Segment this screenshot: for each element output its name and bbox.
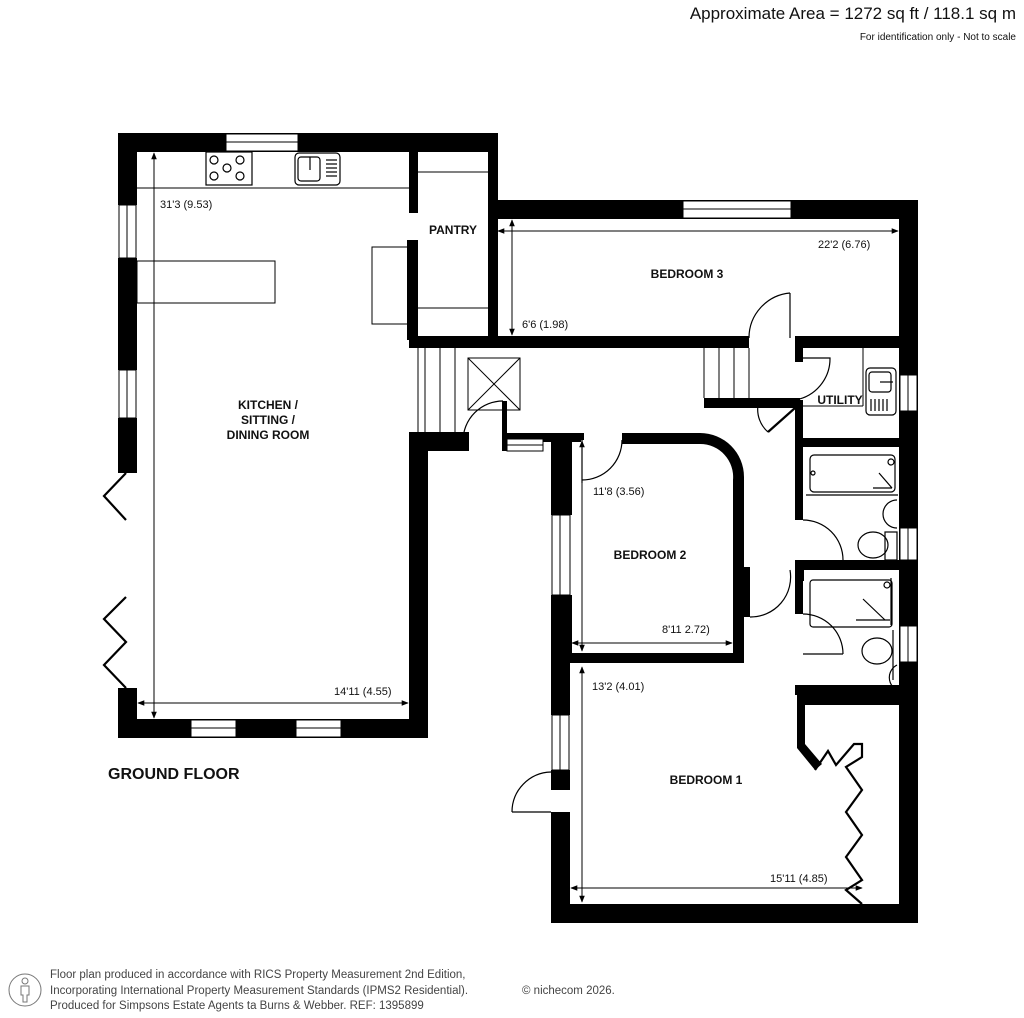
footer-line-1: Floor plan produced in accordance with R… — [50, 969, 466, 981]
bedroom1-length-dimension: 13'2 (4.01) — [592, 681, 644, 693]
bedroom1-label: BEDROOM 1 — [670, 773, 743, 787]
bedroom3-window — [682, 200, 792, 219]
approximate-area: Approximate Area = 1272 sq ft / 118.1 sq… — [689, 4, 1016, 23]
bedroom3-depth-dimension: 6'6 (1.98) — [522, 319, 568, 331]
hallway-window — [506, 438, 544, 452]
copyright: © nichecom 2026. — [522, 984, 615, 997]
bedroom1-external-door — [511, 771, 552, 813]
pantry-fittings — [418, 171, 488, 309]
bedroom2-door — [581, 439, 623, 483]
bedroom2-window — [551, 514, 571, 596]
loft-hatch-icon — [467, 357, 521, 411]
scale-disclaimer: For identification only - Not to scale — [859, 32, 1016, 43]
utility-label: UTILITY — [817, 393, 862, 407]
footer-line-3: Produced for Simpsons Estate Agents ta B… — [50, 1000, 424, 1012]
utility-door — [757, 357, 831, 433]
ensuite-door — [749, 569, 792, 618]
bedroom1-width-dimension: 15'11 (4.85) — [770, 873, 828, 885]
kitchen-sink-icon — [294, 152, 341, 186]
floor-title: GROUND FLOOR — [108, 766, 240, 783]
kitchen-walls — [118, 133, 498, 738]
hallway-stairs-left — [417, 348, 456, 432]
kitchen-label-line2: SITTING / — [241, 413, 296, 427]
wardrobe-bifold-doors — [814, 742, 864, 905]
kitchen-width-dimension: 14'11 (4.55) — [334, 686, 392, 698]
bedroom2-walls — [551, 433, 750, 663]
bedroom1-window — [551, 714, 570, 771]
kitchen-fittings — [136, 187, 409, 325]
utility-counter — [803, 348, 864, 407]
bedroom2-length-dimension: 11'8 (3.56) — [593, 486, 644, 498]
footer-disclaimer: Floor plan produced in accordance with R… — [50, 968, 615, 1015]
footer-line-2: Incorporating International Property Mea… — [50, 984, 469, 997]
bedroom2-width-dimension: 8'11 2.72) — [662, 624, 710, 636]
kitchen-label-line1: KITCHEN / — [238, 398, 299, 412]
pantry-label: PANTRY — [429, 223, 477, 237]
bifold-doors-left — [102, 472, 128, 689]
bedroom3-label: BEDROOM 3 — [651, 267, 724, 281]
bedroom1-walls — [551, 663, 918, 923]
person-icon — [8, 973, 42, 1007]
bedroom2-label: BEDROOM 2 — [614, 548, 687, 562]
utility-sink-icon — [865, 367, 897, 416]
bedroom3-width-dimension: 22'2 (6.76) — [818, 239, 870, 251]
bathroom-lower — [795, 570, 918, 695]
bathroom-upper — [795, 447, 918, 581]
kitchen-label-line3: DINING ROOM — [227, 428, 310, 442]
kitchen-length-dimension: 31'3 (9.53) — [160, 199, 212, 211]
utility-window — [899, 374, 918, 412]
hob-icon — [205, 151, 253, 186]
hallway-door — [462, 400, 504, 442]
bedroom3-door — [748, 292, 791, 339]
hallway-stairs-right — [703, 348, 750, 398]
kitchen-windows — [118, 133, 342, 738]
